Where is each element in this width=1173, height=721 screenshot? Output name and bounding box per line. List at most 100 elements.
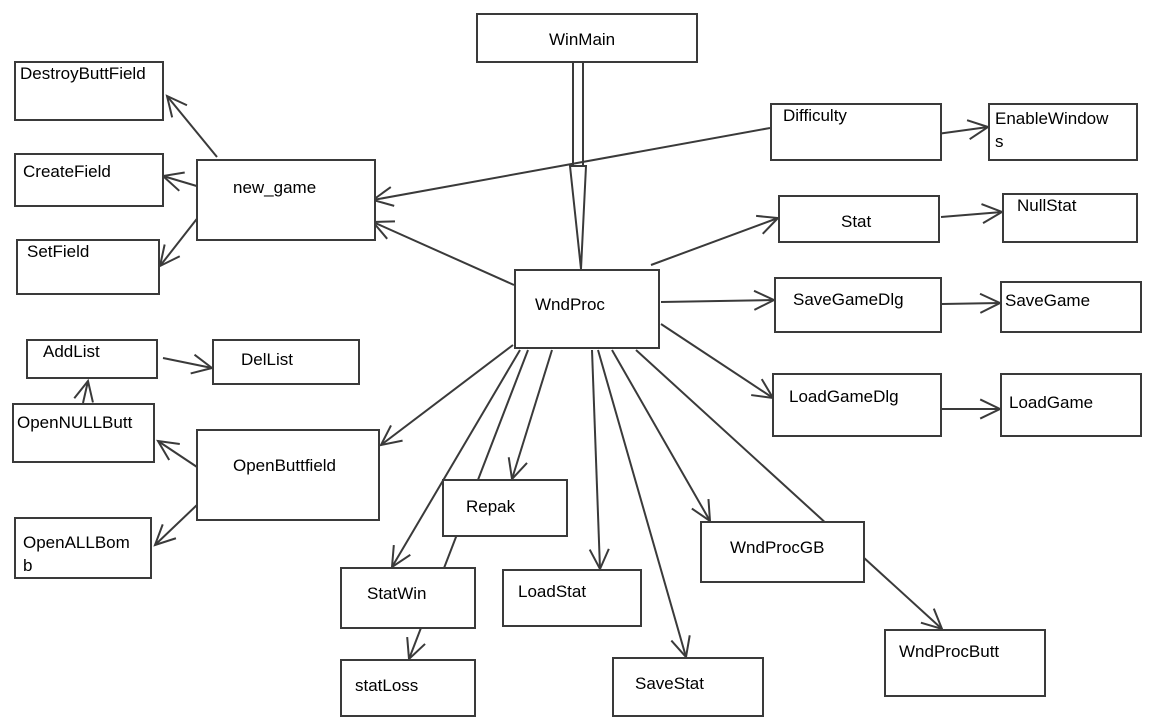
edge-line (166, 95, 218, 158)
edges-layer (73, 61, 1005, 662)
edge-line (162, 175, 201, 188)
edge-wndproc-to-new_game (370, 220, 515, 286)
edge-wndproc-to-loadstat (588, 349, 610, 572)
node-box (196, 429, 380, 521)
edge-line (660, 323, 774, 399)
edge-line (936, 126, 989, 135)
edge-line (941, 302, 1001, 305)
edge-arrow-head (165, 94, 188, 118)
edge-arrow-head (379, 424, 403, 447)
node-label-continued: b (23, 556, 32, 575)
edge-wndproc-to-openbuttfield (379, 344, 514, 447)
node-label: Repak (466, 497, 516, 516)
edge-line (611, 349, 711, 522)
node-label: Difficulty (783, 106, 847, 125)
edge-arrow-head (568, 165, 588, 270)
node-box (502, 569, 642, 627)
node-openallbomb: OpenALLBom b (14, 517, 152, 579)
edge-line (650, 217, 779, 266)
edge-arrow-head (153, 524, 177, 547)
edge-loadgamedlg-to-loadgame (941, 398, 1003, 420)
edge-difficulty-to-enablewindows (936, 119, 991, 141)
edge-line (591, 349, 601, 570)
node-addlist: AddList (26, 339, 158, 379)
node-savegame: SaveGame (1000, 281, 1142, 333)
node-box (476, 13, 698, 63)
edge-line (380, 344, 514, 446)
node-difficulty: Difficulty (770, 103, 942, 161)
node-label: SaveGameDlg (793, 290, 904, 309)
node-label: OpenNULLButt (17, 413, 133, 432)
edge-wndproc-to-stat (650, 214, 781, 266)
node-label: StatWin (367, 584, 427, 603)
node-label: CreateField (23, 162, 111, 181)
edge-line (154, 503, 199, 546)
edge-line (372, 221, 515, 286)
node-box (772, 373, 942, 437)
node-new_game: new_game (196, 159, 376, 241)
node-box (1002, 193, 1138, 243)
edge-wndproc-to-savegamedlg (660, 289, 777, 311)
edge-new_game-to-createfield (160, 171, 201, 192)
node-setfield: SetField (16, 239, 160, 295)
node-box (14, 153, 164, 207)
edge-line (159, 210, 204, 267)
node-label: DelList (241, 350, 293, 369)
node-label: new_game (233, 178, 316, 197)
node-wndprocbutt: WndProcButt (884, 629, 1046, 697)
node-loadgame: LoadGame (1000, 373, 1142, 437)
edge-line (597, 349, 687, 658)
node-box (700, 521, 865, 583)
node-label: AddList (43, 342, 100, 361)
node-box (884, 629, 1046, 697)
node-stat: Stat (778, 195, 940, 243)
node-box (770, 103, 942, 161)
node-box (340, 659, 476, 717)
node-label: WndProc (535, 295, 605, 314)
edge-line (82, 380, 89, 404)
node-label: LoadStat (518, 582, 586, 601)
node-label: NullStat (1017, 196, 1077, 215)
node-box (1000, 373, 1142, 437)
edge-wndproc-to-wndprocgb (611, 349, 712, 523)
node-nullstat: NullStat (1002, 193, 1138, 243)
node-label: WndProcGB (730, 538, 824, 557)
edge-line (157, 440, 198, 468)
node-label: LoadGameDlg (789, 387, 899, 406)
node-box (774, 277, 942, 333)
node-label: DestroyButtField (20, 64, 146, 83)
edge-winmain-to-wndproc (568, 61, 588, 270)
node-opennullbutt: OpenNULLButt (12, 403, 155, 463)
edge-openbuttfield-to-opennullbutt (156, 439, 198, 468)
node-label: LoadGame (1009, 393, 1093, 412)
node-label: Stat (841, 212, 872, 231)
node-label: SaveGame (1005, 291, 1090, 310)
node-label: WndProcButt (899, 642, 999, 661)
node-label: OpenALLBom (23, 533, 130, 552)
node-box (26, 339, 158, 379)
edge-arrow-head (156, 439, 180, 461)
node-dellist: DelList (212, 339, 360, 385)
edge-opennullbutt-to-addlist (73, 378, 94, 404)
edge-shaft (572, 61, 584, 167)
node-wndprocgb: WndProcGB (700, 521, 865, 583)
node-winmain: WinMain (476, 13, 698, 63)
edge-line (162, 357, 213, 369)
edge-addlist-to-dellist (162, 353, 215, 375)
node-destroybuttfield: DestroyButtField (14, 61, 164, 121)
node-label: SaveStat (635, 674, 704, 693)
node-loadstat: LoadStat (502, 569, 642, 627)
node-box (12, 403, 155, 463)
node-label: OpenButtfield (233, 456, 336, 475)
node-box (16, 239, 160, 295)
node-label: EnableWindow (995, 109, 1109, 128)
node-statwin: StatWin (340, 567, 476, 629)
node-loadgamedlg: LoadGameDlg (772, 373, 942, 437)
edge-stat-to-nullstat (940, 203, 1005, 225)
node-box (612, 657, 764, 717)
node-box (14, 61, 164, 121)
node-box (778, 195, 940, 243)
node-label: statLoss (355, 676, 418, 695)
node-label: WinMain (549, 30, 615, 49)
